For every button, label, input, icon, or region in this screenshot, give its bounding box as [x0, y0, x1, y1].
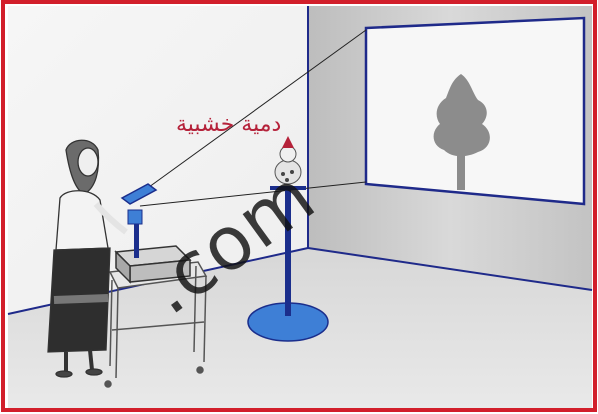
wooden-doll-label: دمية خشبية	[176, 112, 281, 137]
